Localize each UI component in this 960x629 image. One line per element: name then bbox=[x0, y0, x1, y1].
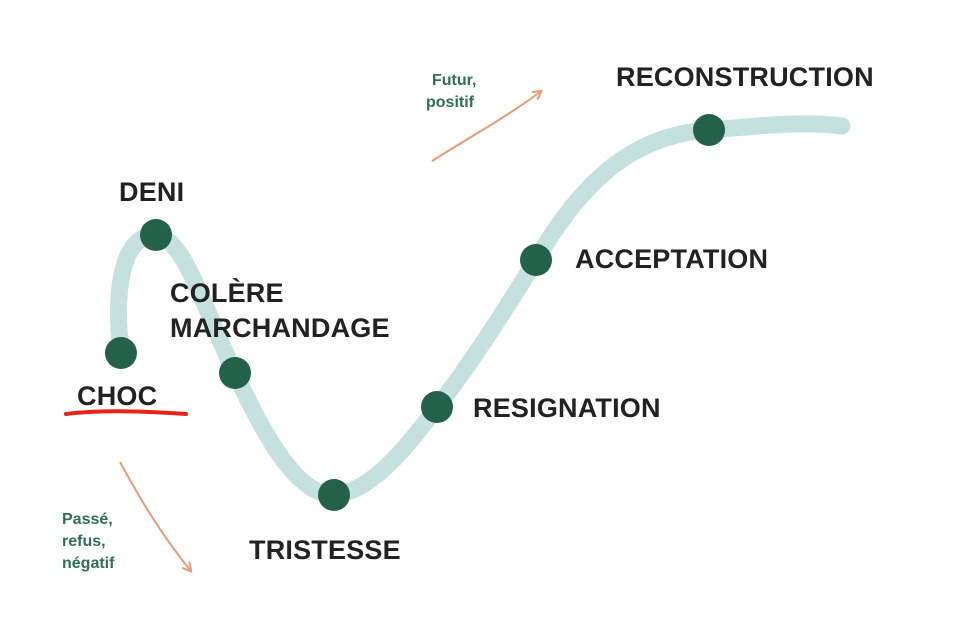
node-choc bbox=[105, 337, 137, 369]
label-tristesse: TRISTESSE bbox=[249, 535, 401, 565]
choc-underline bbox=[64, 409, 188, 416]
note-future-line2: positif bbox=[426, 94, 474, 111]
node-deni bbox=[140, 219, 172, 251]
node-tristesse bbox=[318, 479, 350, 511]
arrow-up-right-icon bbox=[431, 92, 540, 162]
note-past-line1: Passé, bbox=[62, 511, 113, 528]
node-resignation bbox=[421, 391, 453, 423]
label-reconstruction: RECONSTRUCTION bbox=[616, 62, 874, 92]
label-choc: CHOC bbox=[77, 381, 158, 411]
label-resignation: RESIGNATION bbox=[473, 393, 661, 423]
label-colere-marchandage: COLÈRE MARCHANDAGE bbox=[170, 278, 390, 343]
label-acceptation: ACCEPTATION bbox=[575, 244, 769, 274]
arrow-down-right-icon bbox=[119, 461, 190, 570]
node-reconstruction bbox=[693, 114, 725, 146]
note-future-line1: Futur, bbox=[432, 72, 477, 89]
note-future: Futur, positif bbox=[426, 70, 476, 114]
note-past-line3: négatif bbox=[62, 555, 115, 572]
node-colere bbox=[219, 357, 251, 389]
note-past: Passé, refus, négatif bbox=[62, 509, 114, 575]
node-acceptation bbox=[520, 244, 552, 276]
note-past-line2: refus, bbox=[62, 533, 106, 550]
label-deni: DENI bbox=[119, 177, 185, 207]
